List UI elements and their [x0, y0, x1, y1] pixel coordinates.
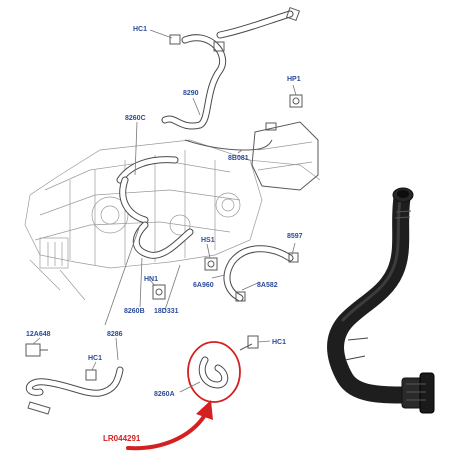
coolant-reservoir-drawing	[251, 121, 319, 191]
callout-hc1-top: HC1	[133, 26, 147, 33]
callout-hc1-left: HC1	[88, 355, 102, 362]
callout-18d331: 18D331	[154, 308, 179, 315]
hose-product-photo	[327, 187, 435, 414]
hose-8260c	[116, 156, 179, 224]
hose-8260b	[132, 221, 194, 259]
highlight-ring	[187, 341, 241, 403]
callout-8290: 8290	[183, 90, 199, 97]
clip-hn1	[152, 284, 166, 300]
engine-block-drawing	[24, 139, 321, 301]
callout-hs1: HS1	[201, 237, 215, 244]
sensor-12a648	[25, 343, 48, 357]
callout-12a648: 12A648	[26, 331, 51, 338]
part-number-label: LR044291	[103, 434, 141, 443]
upper-hose-8290	[161, 6, 301, 130]
callout-8597: 8597	[287, 233, 303, 240]
callout-8260a: 8260A	[154, 391, 175, 398]
callout-hc1-right: HC1	[272, 339, 286, 346]
leader-lines	[32, 29, 297, 393]
callout-hn1: HN1	[144, 276, 158, 283]
hose-8260a	[198, 335, 259, 389]
callout-8286: 8286	[107, 331, 123, 338]
callout-8b081: 8B081	[228, 155, 249, 162]
callout-8260c: 8260C	[125, 115, 146, 122]
callout-6a960: 6A960	[193, 282, 214, 289]
callout-8a582: 8A582	[257, 282, 278, 289]
hose-6a960	[223, 245, 299, 302]
part-number-arrow	[126, 400, 213, 451]
bleed-line-8b081	[184, 139, 273, 151]
callout-labels: HC1 8290 HP1 8260C 8B081 8597 HS1 6A960 …	[26, 26, 303, 398]
hose-8286	[25, 366, 124, 415]
callout-hp1: HP1	[287, 76, 301, 83]
clip-hs1	[204, 257, 218, 271]
clip-hp1	[289, 94, 303, 108]
callout-8260b: 8260B	[124, 308, 145, 315]
